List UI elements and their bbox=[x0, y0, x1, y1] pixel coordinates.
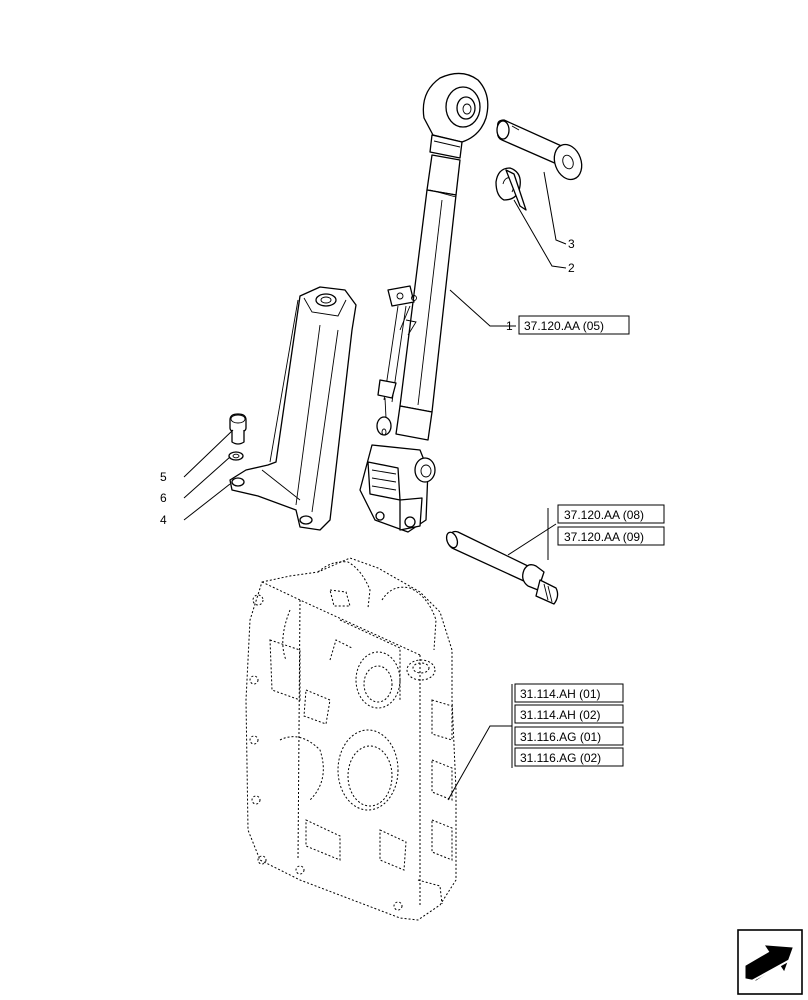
bolt-part-5 bbox=[229, 413, 247, 445]
ref-text-37-120-aa-05: 37.120.AA (05) bbox=[524, 319, 604, 333]
ref-text-37-120-aa-08: 37.120.AA (08) bbox=[564, 508, 644, 522]
callout-3: 3 bbox=[568, 237, 575, 251]
callout-1: 1 bbox=[506, 319, 513, 333]
callout-6: 6 bbox=[160, 491, 167, 505]
callout-4: 4 bbox=[160, 513, 167, 527]
ref-box-31-114-ah-01[interactable]: 31.114.AH (01) bbox=[514, 683, 624, 703]
callout-5: 5 bbox=[160, 470, 167, 484]
ref-box-37-120-aa-05[interactable]: 37.120.AA (05) bbox=[518, 315, 630, 335]
transmission-housing bbox=[245, 557, 457, 921]
lower-pin bbox=[445, 530, 559, 605]
leader-lines bbox=[183, 171, 567, 801]
next-page-arrow-icon[interactable] bbox=[737, 929, 803, 995]
ref-box-31-116-ag-01[interactable]: 31.116.AG (01) bbox=[514, 726, 624, 746]
bracket-part-4 bbox=[229, 286, 357, 531]
ref-text-31-116-ag-01: 31.116.AG (01) bbox=[520, 730, 601, 744]
pin-part-3 bbox=[496, 119, 583, 181]
ref-box-37-120-aa-08[interactable]: 37.120.AA (08) bbox=[557, 504, 665, 524]
callout-2: 2 bbox=[568, 261, 575, 275]
ref-text-31-114-ah-02: 31.114.AH (02) bbox=[520, 708, 601, 722]
top-link-assembly bbox=[359, 72, 489, 533]
ref-box-31-114-ah-02[interactable]: 31.114.AH (02) bbox=[514, 704, 624, 724]
ref-box-37-120-aa-09[interactable]: 37.120.AA (09) bbox=[557, 526, 665, 546]
ref-text-31-116-ag-02: 31.116.AG (02) bbox=[520, 751, 601, 765]
washer-part-6 bbox=[228, 451, 244, 461]
ref-box-31-116-ag-02[interactable]: 31.116.AG (02) bbox=[514, 747, 624, 767]
linch-pin-part-2 bbox=[495, 167, 527, 211]
ref-text-31-114-ah-01: 31.114.AH (01) bbox=[520, 687, 601, 701]
ref-text-37-120-aa-09: 37.120.AA (09) bbox=[564, 530, 644, 544]
